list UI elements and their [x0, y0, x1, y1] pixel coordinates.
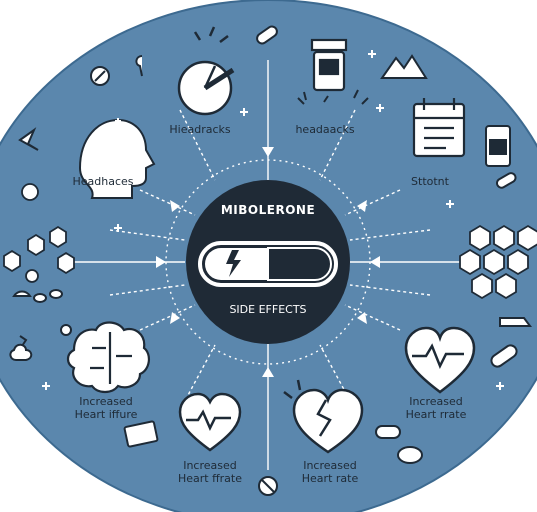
- label-left: Headhaces: [72, 175, 134, 188]
- center-subtitle: SIDE EFFECTS: [229, 303, 307, 316]
- label-bottom-left-upper-2: Heart iffure: [74, 408, 138, 421]
- mountain-icon: [380, 54, 428, 79]
- label-bottom-left-2: Heart ffrate: [177, 472, 243, 485]
- label-bottom-left-1: Increased: [183, 459, 237, 472]
- plus-marks: [42, 50, 504, 390]
- label-right: Sttotnt: [411, 175, 449, 188]
- label-bottom-right-upper-2: Heart rrate: [405, 408, 467, 421]
- heart-pulse-icon: [404, 326, 476, 394]
- arrow-heads: [156, 147, 380, 377]
- head-icon: [78, 118, 156, 199]
- broken-heart-icon: [283, 379, 364, 454]
- clock-icon: [177, 26, 235, 116]
- pill-bottle-icon: [310, 38, 348, 92]
- decorative-icons: [9, 25, 532, 496]
- heart-monitor-icon: [178, 392, 242, 452]
- label-bottom-left-upper-1: Increased: [79, 395, 133, 408]
- brain-icon: [66, 321, 150, 394]
- label-top-left: Hieadracks: [169, 123, 231, 136]
- calendar-icon: [412, 98, 466, 158]
- label-bottom-right-1: Increased: [303, 459, 357, 472]
- label-bottom-right-2: Heart rate: [301, 472, 359, 485]
- left-hexagon-icons: [3, 183, 75, 283]
- center-title: MIBOLERONE: [220, 203, 316, 217]
- hexagon-cluster-icon: [459, 224, 537, 300]
- label-top-right: headaacks: [295, 123, 355, 136]
- pill-capsule-icon: [198, 241, 338, 287]
- label-bottom-right-upper-1: Increased: [409, 395, 463, 408]
- fire-sparks: [297, 89, 369, 105]
- medicine-jar-icon: [485, 125, 511, 167]
